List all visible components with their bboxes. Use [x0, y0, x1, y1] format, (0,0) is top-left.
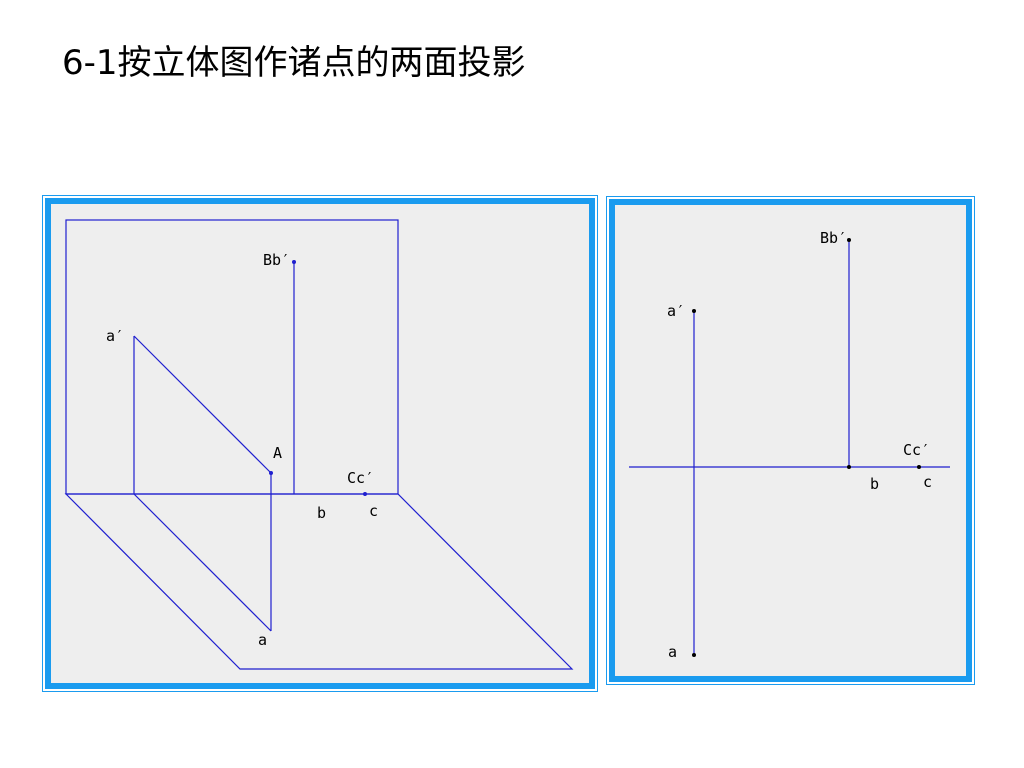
pictorial-view-frame [42, 195, 598, 692]
projection-labels: Bb′ a′ Cc′ b c a [667, 229, 932, 661]
label-c: c [369, 502, 378, 520]
point-b [847, 465, 851, 469]
point-b-prime [292, 260, 296, 264]
label-b-prime: Bb′ [263, 251, 290, 269]
pictorial-view [64, 219, 574, 670]
point-a [692, 653, 696, 657]
pictorial-points [269, 260, 367, 496]
point-c-prime [917, 465, 921, 469]
projection-points [692, 238, 921, 657]
point-a-prime [692, 309, 696, 313]
label-b: b [870, 475, 879, 493]
line-axis-to-a [133, 493, 272, 632]
label-a-prime: a′ [106, 327, 124, 345]
point-c-prime [363, 492, 367, 496]
label-A: A [273, 444, 282, 462]
line-a-prime-to-A [133, 335, 272, 474]
projection-view [629, 240, 950, 655]
label-b: b [317, 504, 326, 522]
horizontal-projection-plane [64, 493, 574, 670]
vertical-projection-plane [65, 219, 399, 495]
label-c: c [923, 473, 932, 491]
label-c-prime: Cc′ [347, 469, 374, 487]
projection-view-frame [606, 196, 975, 685]
slide-title: 6-1按立体图作诸点的两面投影 [62, 43, 526, 83]
label-c-prime: Cc′ [903, 441, 930, 459]
label-a: a [258, 631, 267, 649]
label-b-prime: Bb′ [820, 229, 847, 247]
label-a-prime: a′ [667, 302, 685, 320]
pictorial-labels: a′ Bb′ A Cc′ b c a [106, 251, 378, 649]
label-a: a [668, 643, 677, 661]
point-b-prime [847, 238, 851, 242]
point-A [269, 471, 273, 475]
